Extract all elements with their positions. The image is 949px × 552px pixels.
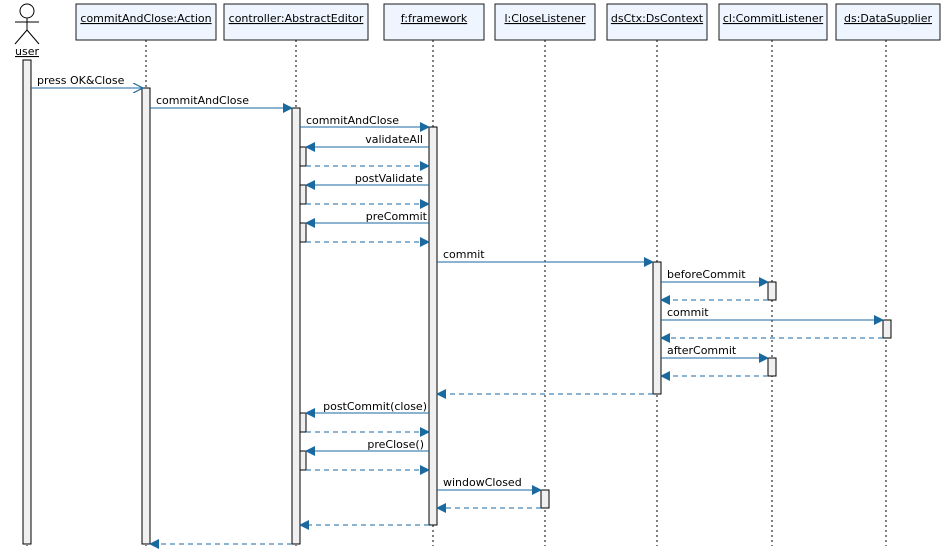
- actor-label: user: [15, 45, 39, 58]
- participant-context: dsCtx:DsContext: [606, 3, 708, 41]
- activation-editor: [291, 107, 301, 545]
- participants: commitAndClose:Action controller:Abstrac…: [75, 3, 941, 41]
- activations: [22, 59, 892, 545]
- participant-label: ds:DataSupplier: [844, 12, 932, 25]
- message-labels: press OK&Close commitAndClose commitAndC…: [37, 74, 746, 489]
- message-label: beforeCommit: [667, 268, 746, 281]
- participant-label: cl:CommitListener: [723, 12, 824, 25]
- activation-action: [141, 87, 151, 545]
- activation-editor-nested: [299, 146, 307, 167]
- participant-label: dsCtx:DsContext: [611, 12, 704, 25]
- message-label: commit: [443, 248, 485, 261]
- message-label: afterCommit: [667, 344, 737, 357]
- message-label: commitAndClose: [156, 94, 249, 107]
- message-label: validateAll: [365, 133, 423, 146]
- message-label: press OK&Close: [37, 74, 125, 87]
- participant-label: f:framework: [401, 12, 468, 25]
- participant-label: commitAndClose:Action: [80, 12, 211, 25]
- messages: [31, 88, 884, 549]
- activation-listener: [540, 489, 550, 509]
- participant-editor: controller:AbstractEditor: [223, 3, 369, 41]
- message-label: preCommit: [366, 210, 428, 223]
- activation-editor-nested: [299, 184, 307, 205]
- message-label: commitAndClose: [306, 114, 399, 127]
- message-label: postCommit(close): [323, 400, 427, 413]
- participant-framework: f:framework: [383, 3, 485, 41]
- participant-supplier: ds:DataSupplier: [835, 3, 941, 41]
- activation-commitlistener: [767, 357, 777, 377]
- participant-commitlistener: cl:CommitListener: [718, 3, 828, 41]
- activation-context: [652, 261, 662, 395]
- lifelines: [26, 40, 887, 546]
- activation-commitlistener: [767, 281, 777, 301]
- message-label: commit: [667, 306, 709, 319]
- message-label: windowClosed: [443, 476, 522, 489]
- activation-supplier: [882, 319, 892, 339]
- participant-label: controller:AbstractEditor: [229, 12, 364, 25]
- participant-action: commitAndClose:Action: [75, 3, 217, 41]
- actor-user: user: [14, 3, 40, 58]
- participant-listener: l:CloseListener: [494, 3, 596, 41]
- message-label: postValidate: [355, 172, 423, 185]
- activation-editor-nested: [299, 450, 307, 471]
- activation-editor-nested: [299, 222, 307, 243]
- message-label: preClose(): [367, 438, 424, 451]
- activation-editor-nested: [299, 412, 307, 433]
- stick-figure-icon: [14, 3, 40, 45]
- activation-framework: [428, 126, 438, 526]
- participant-label: l:CloseListener: [505, 12, 586, 25]
- activation-user: [22, 59, 32, 545]
